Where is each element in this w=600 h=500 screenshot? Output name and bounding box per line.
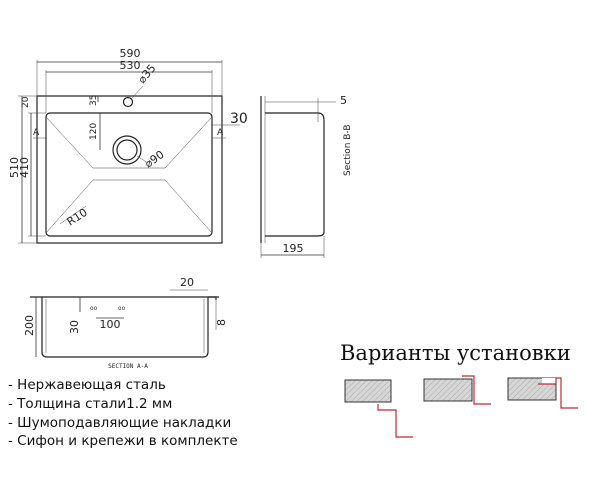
- drain-outer-circle: [112, 135, 142, 165]
- section-bb-label: Section B-B: [343, 124, 353, 176]
- section-bowl-profile: [41, 297, 209, 358]
- dim-30-rim: 30: [230, 111, 248, 127]
- section-marker-a-right: A: [217, 128, 224, 138]
- section-aa-view: oo oo 200 30 100 20 8 SECTION A-A: [23, 276, 228, 370]
- section-marker-a-left: A: [33, 128, 40, 138]
- dim-5: 5: [340, 94, 347, 107]
- feature-item-3: - Шумоподавляющие накладки: [8, 415, 231, 431]
- sink-profile-2: [462, 375, 491, 405]
- dim-100: 100: [100, 318, 121, 331]
- install-variant-undermount: [344, 379, 413, 438]
- dim-8: 8: [215, 319, 228, 326]
- feature-item-4: - Сифон и крепежи в комплекте: [8, 433, 238, 449]
- slope-line-br: [164, 179, 213, 234]
- dim-20-top: 20: [21, 96, 31, 108]
- dim-510: 510: [8, 157, 21, 178]
- dim-r10: R10: [65, 206, 90, 229]
- dim-200: 200: [23, 315, 36, 336]
- side-section-bb: 5 195 Section B-B: [260, 94, 353, 258]
- install-variant-flush: [423, 375, 491, 405]
- install-variant-inset: [507, 377, 578, 409]
- top-view: 590 530 ⌀35 35 120 ⌀90 510 410 20 A A: [8, 47, 248, 244]
- dim-120-offset: 120: [89, 123, 99, 140]
- dim-410: 410: [18, 157, 31, 178]
- feature-item-2: - Толщина стали1.2 мм: [8, 396, 172, 412]
- outer-rim-outline: [36, 95, 223, 244]
- faucet-hole: [122, 96, 134, 108]
- inner-bowl-outline: [45, 112, 213, 237]
- dim-530: 530: [120, 59, 141, 72]
- dim-diameter-90: ⌀90: [142, 148, 166, 170]
- feature-item-1: - Нержавеющая сталь: [8, 377, 166, 393]
- dim-590: 590: [120, 47, 141, 60]
- countertop-block-1: [344, 379, 392, 403]
- installation-title: Варианты установки: [340, 341, 571, 365]
- slope-line-tr: [164, 116, 213, 169]
- section-aa-label: SECTION A-A: [108, 363, 148, 370]
- side-bowl-profile: [265, 112, 325, 237]
- feature-list: - Нержавеющая сталь - Толщина стали1.2 м…: [8, 377, 238, 449]
- drain-fitting-right: oo: [118, 305, 126, 312]
- dim-195: 195: [283, 242, 304, 255]
- slope-line-bl: [45, 179, 94, 234]
- drain-inner-circle: [116, 139, 138, 161]
- sink-profile-1: [377, 404, 413, 438]
- dim-35-offset: 35: [89, 95, 99, 106]
- dim-20-section: 20: [180, 276, 194, 289]
- sink-profile-3: [538, 377, 578, 409]
- countertop-block-2: [423, 378, 473, 402]
- dim-30-section: 30: [68, 320, 81, 334]
- slope-line-tl: [45, 116, 94, 169]
- drain-fitting-left: oo: [90, 305, 98, 312]
